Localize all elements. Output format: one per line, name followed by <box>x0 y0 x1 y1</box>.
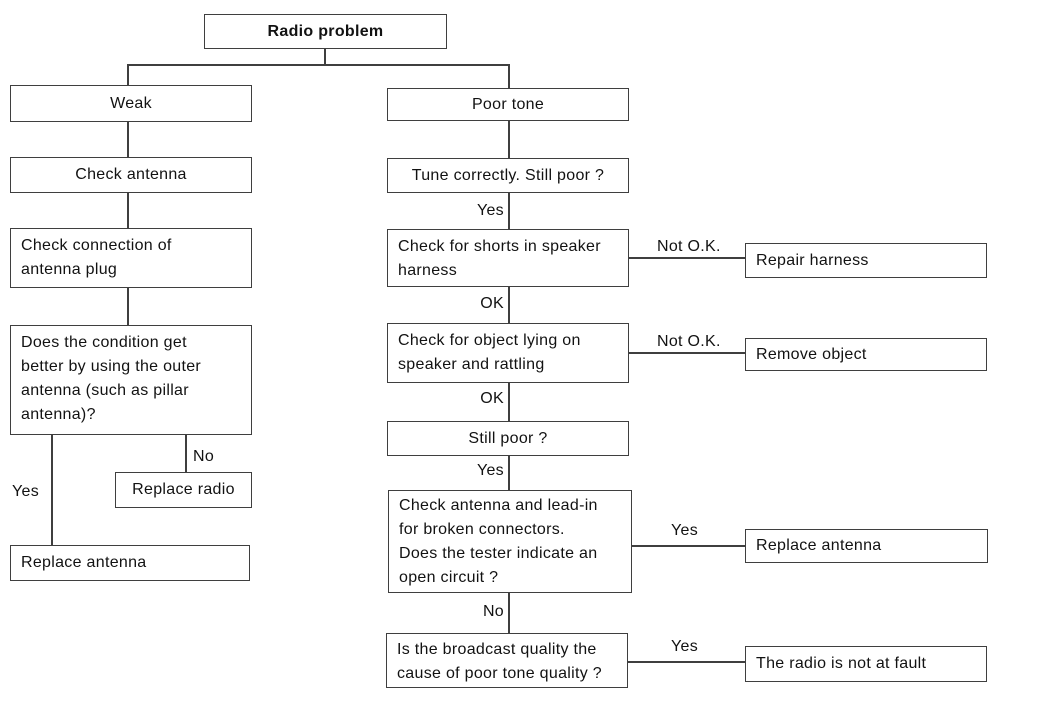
connector-tune-to-shorts <box>508 193 510 229</box>
node-radio-problem: Radio problem <box>204 14 447 49</box>
node-check-leadin: Check antenna and lead-in for broken con… <box>388 490 632 593</box>
connector-leadin-to-replace-antenna <box>631 545 745 547</box>
connector-weak-drop <box>127 64 129 85</box>
node-check-antenna: Check antenna <box>10 157 252 193</box>
edge-label-ok-shorts: OK <box>480 295 504 312</box>
connector-weak-to-check-antenna <box>127 122 129 157</box>
connector-branch-horizontal <box>127 64 510 66</box>
node-replace-radio: Replace radio <box>115 472 252 508</box>
node-replace-antenna-tone: Replace antenna <box>745 529 988 563</box>
connector-still-poor-to-leadin <box>508 456 510 490</box>
node-weak: Weak <box>10 85 252 122</box>
connector-poor-tone-to-tune <box>508 121 510 158</box>
connector-poor-tone-drop <box>508 64 510 88</box>
edge-label-yes-broadcast: Yes <box>671 638 699 655</box>
edge-label-no-condition: No <box>193 448 215 465</box>
connector-condition-yes <box>51 435 53 545</box>
edge-label-ok-object: OK <box>480 390 504 407</box>
connector-shorts-to-repair-harness <box>629 257 745 259</box>
node-still-poor: Still poor ? <box>387 421 629 456</box>
connector-condition-no <box>185 435 187 472</box>
connector-object-to-still-poor <box>508 383 510 421</box>
node-replace-antenna-weak: Replace antenna <box>10 545 250 581</box>
node-broadcast-quality: Is the broadcast quality the cause of po… <box>386 633 628 688</box>
connector-root-drop <box>324 49 326 65</box>
edge-label-not-ok-shorts: Not O.K. <box>657 238 721 255</box>
edge-label-yes-tune: Yes <box>476 202 504 219</box>
edge-label-yes-leadin: Yes <box>671 522 699 539</box>
edge-label-no-leadin: No <box>482 603 504 620</box>
connector-leadin-to-broadcast <box>508 593 510 633</box>
node-repair-harness: Repair harness <box>745 243 987 278</box>
edge-label-yes-still-poor: Yes <box>476 462 504 479</box>
node-check-shorts: Check for shorts in speaker harness <box>387 229 629 287</box>
node-radio-not-fault: The radio is not at fault <box>745 646 987 682</box>
edge-label-not-ok-object: Not O.K. <box>657 333 721 350</box>
edge-label-yes-condition: Yes <box>12 483 40 500</box>
connector-plug-to-condition <box>127 288 129 325</box>
node-remove-object: Remove object <box>745 338 987 371</box>
connector-broadcast-to-not-fault <box>628 661 745 663</box>
connector-check-antenna-to-plug <box>127 193 129 228</box>
node-check-object: Check for object lying on speaker and ra… <box>387 323 629 383</box>
connector-object-to-remove-object <box>629 352 745 354</box>
node-condition-better: Does the condition get better by using t… <box>10 325 252 435</box>
node-tune-correctly: Tune correctly. Still poor ? <box>387 158 629 193</box>
node-check-connection: Check connection of antenna plug <box>10 228 252 288</box>
node-poor-tone: Poor tone <box>387 88 629 121</box>
connector-shorts-to-object <box>508 287 510 323</box>
